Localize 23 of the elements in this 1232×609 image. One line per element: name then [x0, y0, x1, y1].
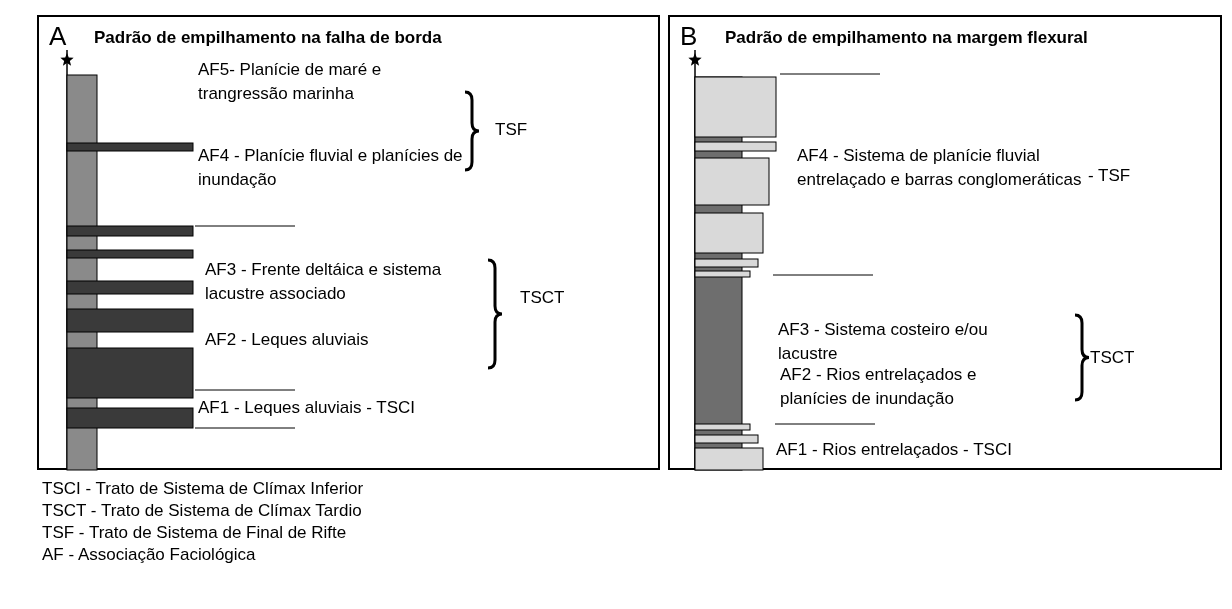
facies-label: AF2 - Leques aluviais — [205, 329, 370, 351]
tract-label: TSF — [495, 119, 529, 141]
facies-label: AF2 - Rios entrelaçados e planícies de inundação — [780, 364, 978, 410]
legend-note: TSF - Trato de Sistema de Final de Rifte — [42, 522, 348, 544]
panel-title: Padrão de empilhamento na margem flexural — [725, 29, 1088, 46]
facies-label: AF1 - Leques aluviais - TSCI — [198, 397, 416, 419]
legend-note: TSCT - Trato de Sistema de Clímax Tardio — [42, 500, 363, 522]
facies-label: AF5- Planície de maré e trangressão marinha — [198, 59, 383, 105]
panel-title: Padrão de empilhamento na falha de borda — [94, 29, 442, 46]
tract-label: TSCT — [1090, 347, 1136, 369]
facies-label: AF3 - Sistema costeiro e/ou lacustre — [778, 319, 989, 365]
tract-label: TSCT — [520, 287, 566, 309]
panel-frame — [668, 15, 1222, 470]
facies-label: AF1 - Rios entrelaçados - TSCI — [776, 439, 1013, 461]
legend-note: TSCI - Trato de Sistema de Clímax Inferior — [42, 478, 365, 500]
panel-frame — [37, 15, 660, 470]
facies-label: AF4 - Planície fluvial e planícies de inundação — [198, 145, 464, 191]
facies-label: AF4 - Sistema de planície fluvial entrelaçado e barras conglomeráticas — [797, 145, 1083, 191]
panel-letter: B — [680, 23, 698, 49]
legend-note: AF - Associação Faciológica — [42, 544, 257, 566]
facies-label: AF3 - Frente deltáica e sistema lacustre associado — [205, 259, 443, 305]
panel-letter: A — [49, 23, 67, 49]
tract-label: - TSF — [1088, 165, 1132, 187]
